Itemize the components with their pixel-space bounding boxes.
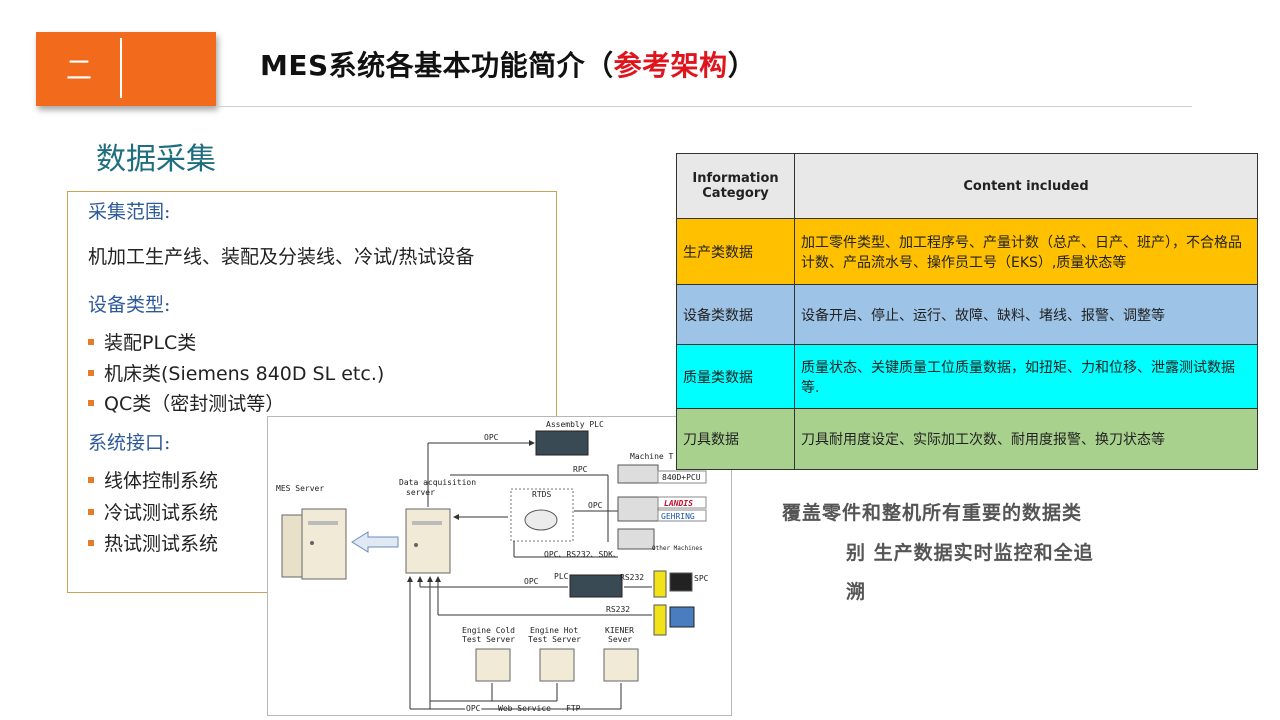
- bullet-icon: [88, 399, 94, 406]
- bullet-icon: [88, 476, 94, 483]
- spc-label: SPC: [694, 574, 709, 583]
- device-item: QC类（密封测试等）: [88, 389, 284, 416]
- page-title: MES系统各基本功能简介（参考架构）: [260, 44, 756, 84]
- pcu-label: 840D+PCU: [662, 473, 701, 482]
- rs232-label-1: RS232: [620, 573, 644, 582]
- machine-tool-label: Machine T: [630, 452, 674, 461]
- architecture-svg: MES Server Data acquisition server Assem…: [276, 420, 709, 715]
- opc-label-top: OPC: [484, 433, 499, 442]
- rs232-label-2: RS232: [606, 605, 630, 614]
- header-rule: [216, 106, 1192, 107]
- kiener-label-2: Sever: [608, 635, 632, 644]
- opc-label-plc: OPC: [524, 577, 539, 586]
- device-item: 机床类(Siemens 840D SL etc.): [88, 359, 384, 386]
- daq-label-2: server: [406, 488, 435, 497]
- section-number: 二: [66, 56, 93, 86]
- section-badge: [36, 32, 216, 106]
- interface-label: 系统接口:: [88, 432, 171, 454]
- webservice-label: Web Service: [498, 704, 551, 713]
- sensor-icon-1: [653, 570, 667, 598]
- title-accent: 参考架构: [613, 49, 728, 82]
- table-row: 刀具数据 刀具耐用度设定、实际加工次数、耐用度报警、换刀状态等: [676, 408, 1258, 470]
- table-row: 质量类数据 质量状态、关键质量工位质量数据，如扭矩、力和位移、泄露测试数据等.: [676, 344, 1258, 409]
- summary-line-3: 溯: [846, 581, 867, 603]
- interface-item: 冷试测试系统: [88, 498, 218, 525]
- opc-bottom-label: OPC: [466, 704, 481, 713]
- mes-server-label: MES Server: [276, 484, 324, 493]
- hot-label-2: Test Server: [528, 635, 581, 644]
- daq-label-1: Data acquisition: [399, 478, 476, 487]
- cold-label-2: Test Server: [462, 635, 515, 644]
- hot-label-1: Engine Hot: [530, 626, 578, 635]
- bullet-icon: [88, 539, 94, 546]
- interface-item: 热试测试系统: [88, 529, 218, 556]
- interface-item: 线体控制系统: [88, 466, 218, 493]
- mes-server-icon: [281, 508, 347, 580]
- content-cell: 刀具耐用度设定、实际加工次数、耐用度报警、换刀状态等: [794, 408, 1258, 470]
- content-cell: 加工零件类型、加工程序号、产量计数（总产、日产、班产），不合格品计数、产品流水号…: [794, 218, 1258, 285]
- plc-icon: [569, 574, 623, 598]
- title-main: MES系统各基本功能简介（: [260, 49, 614, 82]
- kiener-server-icon: [603, 648, 639, 682]
- spc-monitor-icon: [669, 572, 693, 592]
- bullet-icon: [88, 338, 94, 345]
- gehring-label: GEHRING: [661, 512, 695, 521]
- architecture-diagram: MES Server Data acquisition server Assem…: [267, 416, 732, 716]
- database-icon: [524, 509, 558, 531]
- sensor-icon-2: [653, 604, 667, 636]
- plc-label: PLC: [554, 572, 569, 581]
- cold-label-1: Engine Cold: [462, 626, 515, 635]
- content-cell: 质量状态、关键质量工位质量数据，如扭矩、力和位移、泄露测试数据等.: [794, 344, 1258, 409]
- category-cell: 刀具数据: [676, 408, 795, 470]
- machine-icon-2: [617, 496, 659, 522]
- summary-line-1: 覆盖零件和整机所有重要的数据类: [782, 502, 1083, 524]
- device-label: 设备类型:: [88, 294, 171, 316]
- kiener-label-1: KIENER: [605, 626, 634, 635]
- table-row: 生产类数据 加工零件类型、加工程序号、产量计数（总产、日产、班产），不合格品计数…: [676, 218, 1258, 285]
- monitor-icon: [669, 606, 695, 628]
- category-cell: 质量类数据: [676, 344, 795, 409]
- hot-test-server-icon: [539, 648, 575, 682]
- cold-test-server-icon: [475, 648, 511, 682]
- other-machines-label: Other Machines: [652, 545, 703, 552]
- header-content: Content included: [794, 153, 1258, 219]
- ftp-label: FTP: [566, 704, 581, 713]
- assembly-plc-icon: [535, 430, 589, 456]
- section-title: 数据采集: [96, 142, 216, 177]
- title-end: ）: [727, 49, 757, 82]
- rpc-label: RPC: [573, 465, 588, 474]
- daq-server-icon: [405, 508, 451, 574]
- rtds-box: [510, 488, 574, 542]
- content-cell: 设备开启、停止、运行、故障、缺料、堵线、报警、调整等: [794, 284, 1258, 345]
- scope-text: 机加工生产线、装配及分装线、冷试/热试设备: [88, 246, 475, 268]
- device-item: 装配PLC类: [88, 328, 196, 355]
- opc-label-mid: OPC: [588, 501, 603, 510]
- category-cell: 生产类数据: [676, 218, 795, 285]
- category-cell: 设备类数据: [676, 284, 795, 345]
- bullet-icon: [88, 508, 94, 515]
- protocols-label: OPC、RS232、SDK、: [544, 550, 621, 559]
- machine-icon-3: [617, 528, 655, 550]
- table-row: 设备类数据 设备开启、停止、运行、故障、缺料、堵线、报警、调整等: [676, 284, 1258, 345]
- scope-label: 采集范围:: [88, 201, 171, 223]
- upload-arrow-icon: [351, 531, 399, 553]
- landis-label: LANDIS: [664, 499, 693, 508]
- assembly-plc-label: Assembly PLC: [546, 420, 604, 429]
- badge-divider: [120, 38, 122, 98]
- opc-bottom-bg: OPC: [466, 704, 481, 713]
- summary-line-2: 别 生产数据实时监控和全追: [846, 542, 1094, 564]
- bullet-icon: [88, 369, 94, 376]
- rtds-label: RTDS: [532, 490, 551, 499]
- machine-icon-1: [617, 464, 659, 484]
